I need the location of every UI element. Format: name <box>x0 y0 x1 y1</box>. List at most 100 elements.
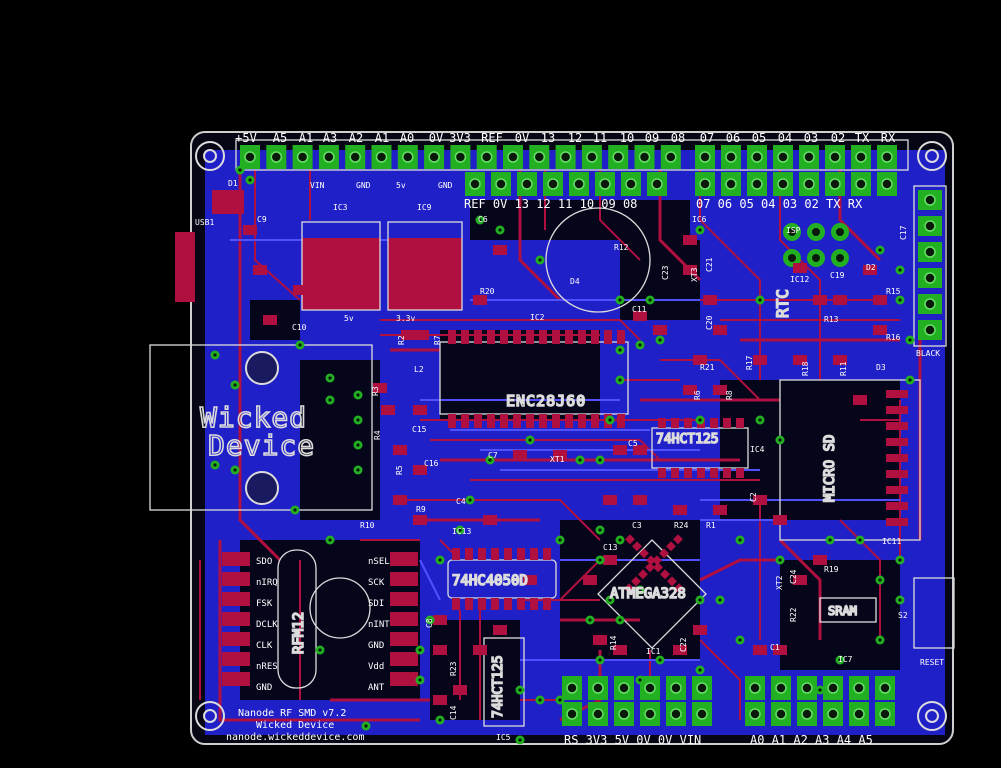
smd-pad <box>593 635 607 645</box>
enc-pin-top <box>578 330 586 344</box>
via-drill <box>698 228 702 232</box>
via-drill <box>468 498 472 502</box>
ref-s2: S2 <box>898 611 908 620</box>
smd-pad <box>433 695 447 705</box>
ref-r15: R15 <box>886 287 901 296</box>
via-drill <box>356 468 360 472</box>
ftdi-drill <box>924 298 936 310</box>
via-drill <box>298 343 302 347</box>
header-drill <box>592 708 604 720</box>
hct125-pin-bottom <box>671 468 679 478</box>
via-drill <box>698 598 702 602</box>
via-drill <box>878 638 882 642</box>
via-drill <box>838 658 842 662</box>
smd-pad <box>853 395 867 405</box>
usb-connector-pad <box>175 232 195 302</box>
header-drill <box>270 151 283 163</box>
rfm-pin-label-left: FSK <box>256 599 273 609</box>
ref-c24: C24 <box>789 569 798 584</box>
via-drill <box>364 724 368 728</box>
header-drill <box>665 151 677 163</box>
via-drill <box>778 558 782 562</box>
via-drill <box>598 458 602 462</box>
header-label-second: REF 0V 13 12 11 10 09 08 <box>464 197 637 211</box>
smd-pad <box>413 405 427 415</box>
via-drill <box>898 558 902 562</box>
smd-pad <box>713 385 727 395</box>
trace-top <box>430 439 661 461</box>
ref-gnd2: GND <box>438 181 453 190</box>
trace-top <box>559 559 601 601</box>
rfm-pad-left <box>222 592 250 606</box>
hct125-pin-bottom <box>658 468 666 478</box>
via-drill <box>418 648 422 652</box>
hct125-pin-bottom <box>736 468 744 478</box>
atmega-pin <box>631 576 641 587</box>
chip-atmega328: ATMEGA328 <box>610 586 686 602</box>
sd-pin <box>886 390 908 398</box>
header-label-top: 10 <box>620 131 634 145</box>
isp-drill <box>836 254 844 262</box>
atmega-pin <box>624 583 634 594</box>
rfm-pin-label-left: CLK <box>256 641 273 651</box>
smd-pad <box>293 285 307 295</box>
enc-pin-top <box>617 330 625 344</box>
header-drill <box>803 151 815 163</box>
isp-drill <box>836 228 844 236</box>
header-label-top: A0 <box>400 131 414 145</box>
rfm-pad-right <box>390 592 418 606</box>
via-drill <box>828 538 832 542</box>
via-drill <box>538 258 542 262</box>
smd-pad <box>813 295 827 305</box>
header-drill <box>573 178 585 190</box>
via-drill <box>318 648 322 652</box>
via-drill <box>638 678 642 682</box>
header-drill <box>618 682 630 694</box>
hc4050-pin-top <box>452 548 460 560</box>
header-drill <box>644 708 656 720</box>
via-drill <box>878 248 882 252</box>
header-label-power: RS 3V3 5V 0V 0V VIN <box>564 733 701 747</box>
atmega-pin <box>659 548 669 559</box>
rfm-pin-label-right: GND <box>368 641 384 651</box>
ref-r20: R20 <box>480 287 495 296</box>
rfm-pin-label-right: nINT <box>368 620 390 630</box>
hct125-pin-bottom <box>684 468 692 478</box>
header-label-top: 0V <box>515 131 529 145</box>
header-drill <box>827 682 839 694</box>
via-drill <box>598 658 602 662</box>
enc-pin-bottom <box>617 414 625 428</box>
ref-r8: R8 <box>725 390 734 400</box>
smd-pad <box>793 355 807 365</box>
header-drill <box>428 151 440 163</box>
ref-c22: C22 <box>679 637 688 652</box>
smd-pad <box>713 325 727 335</box>
via-drill <box>328 398 332 402</box>
enc-pin-top <box>500 330 508 344</box>
rfm-pin-label-right: SCK <box>368 578 385 588</box>
trace-top <box>254 170 301 301</box>
ref-r6: R6 <box>693 390 702 400</box>
header-drill <box>612 151 624 163</box>
hc4050-pin-bottom <box>517 598 525 610</box>
via-drill <box>518 688 522 692</box>
header-drill <box>618 708 630 720</box>
header-drill <box>566 682 578 694</box>
header-drill <box>296 151 309 163</box>
via-drill <box>428 618 432 622</box>
header-drill <box>801 708 813 720</box>
sd-pin <box>886 470 908 478</box>
sd-pin <box>886 422 908 430</box>
ftdi-drill <box>924 220 936 232</box>
ref-c9: C9 <box>257 215 267 224</box>
sd-pin <box>886 438 908 446</box>
via-drill <box>538 698 542 702</box>
ref-c8: C8 <box>425 618 434 628</box>
header-label-top: A1 <box>299 131 313 145</box>
enc-pin-bottom <box>591 414 599 428</box>
header-drill <box>625 178 637 190</box>
smd-pad <box>633 445 647 455</box>
ref-r3: R3 <box>371 386 380 396</box>
via-drill <box>638 588 642 592</box>
smd-pad <box>393 495 407 505</box>
